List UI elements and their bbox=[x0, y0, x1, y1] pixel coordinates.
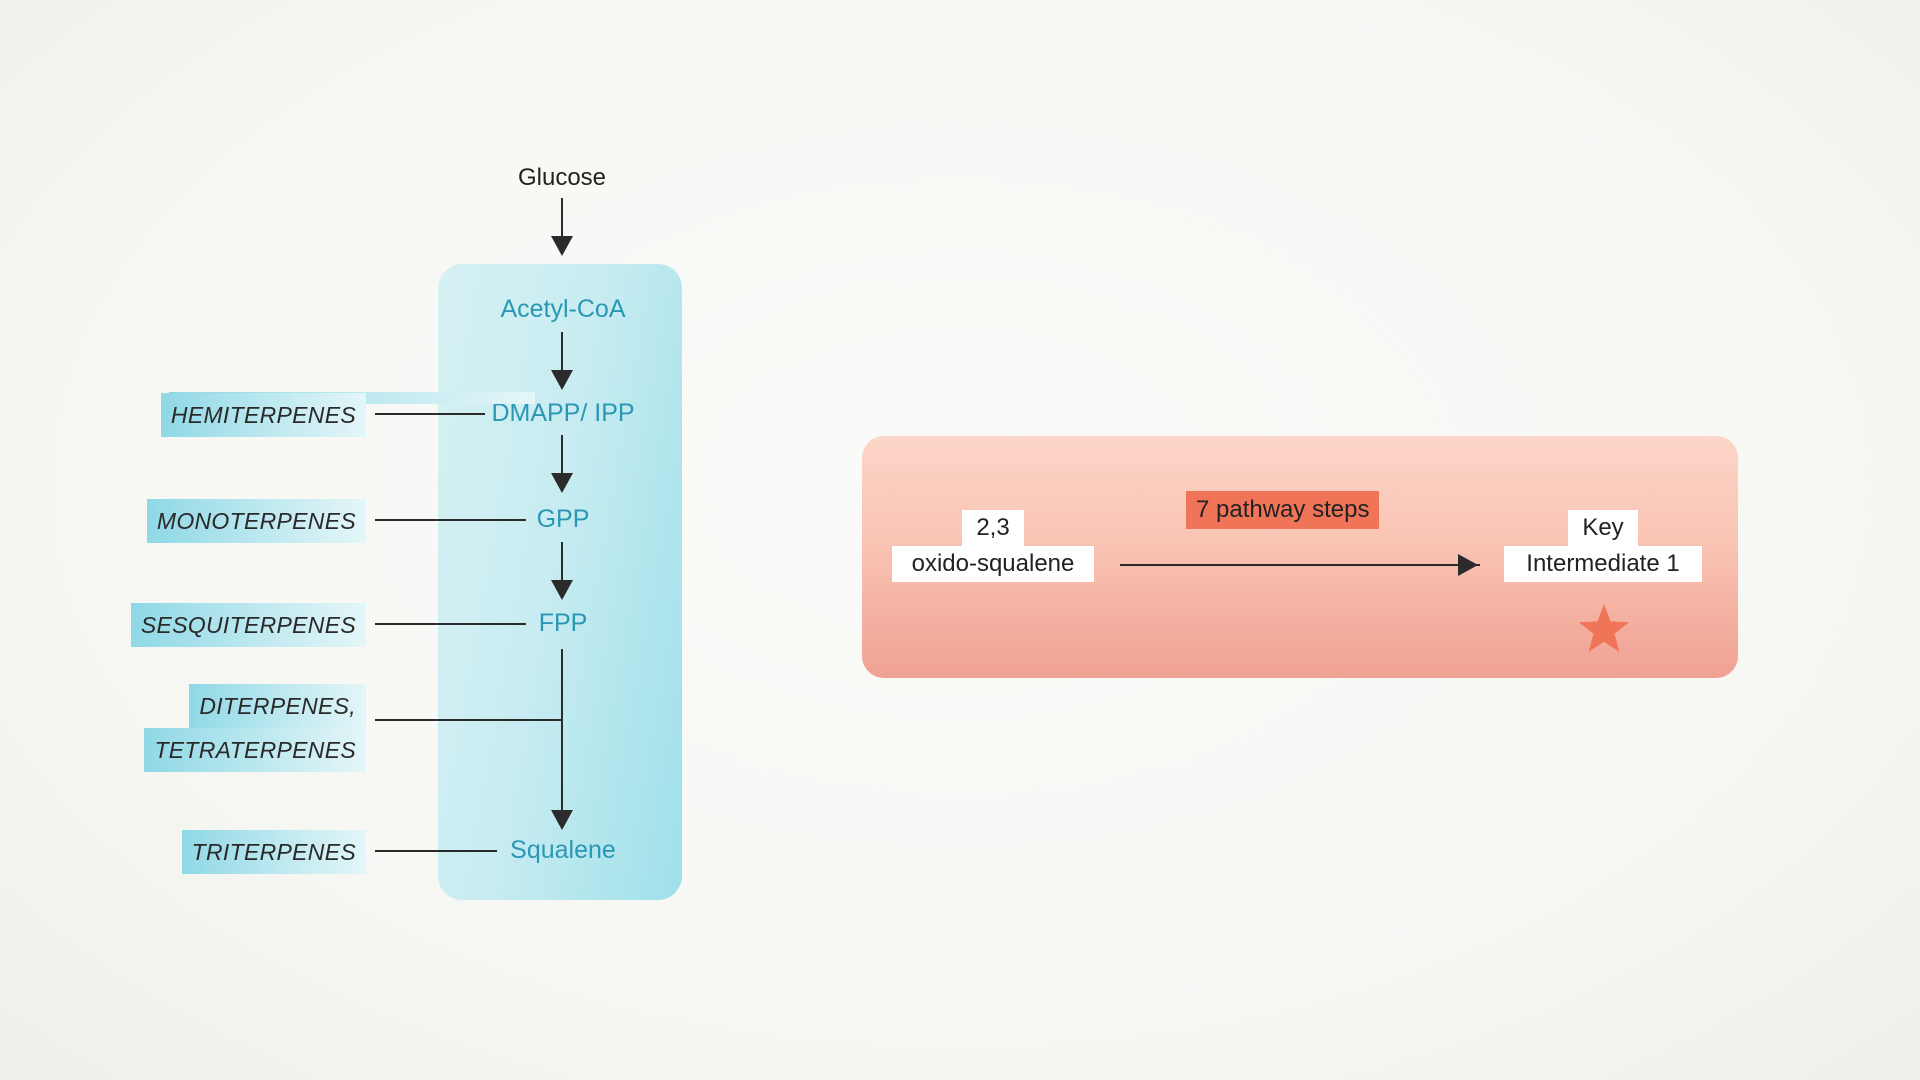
class-label-tetraterpenes: TETRATERPENES bbox=[144, 728, 366, 772]
start-compound: 2,3 oxido-squalene bbox=[892, 510, 1094, 582]
arrow-acetylcoa-dmapp bbox=[561, 332, 563, 374]
arrowhead-right bbox=[1458, 554, 1478, 576]
class-label-monoterpenes: MONOTERPENES bbox=[146, 499, 366, 543]
end-compound: Key Intermediate 1 bbox=[1504, 510, 1702, 582]
class-label-triterpenes: TRITERPENES bbox=[181, 830, 366, 874]
connector-diterpenes bbox=[375, 719, 562, 721]
arrow-fpp-squalene bbox=[561, 649, 563, 813]
metabolite-fpp: FPP bbox=[538, 609, 588, 637]
arrowhead-down bbox=[551, 370, 573, 390]
metabolite-squalene: Squalene bbox=[510, 836, 616, 864]
steps-badge: 7 pathway steps bbox=[1186, 491, 1380, 529]
connector-hemiterpenes bbox=[375, 413, 485, 415]
star-icon bbox=[1576, 602, 1632, 656]
connector-triterpenes bbox=[375, 850, 497, 852]
arrowhead-down bbox=[551, 473, 573, 493]
start-compound-line2: oxido-squalene bbox=[892, 546, 1094, 582]
class-label-diterpenes: DITERPENES, bbox=[189, 684, 366, 728]
class-label-sesquiterpenes: SESQUITERPENES bbox=[130, 603, 366, 647]
arrowhead-down bbox=[551, 236, 573, 256]
conversion-arrow bbox=[1120, 564, 1480, 566]
connector-sesquiterpenes bbox=[375, 623, 526, 625]
source-glucose: Glucose bbox=[517, 164, 607, 191]
arrow-gpp-fpp bbox=[561, 542, 563, 582]
arrow-glucose-acetylcoa bbox=[561, 198, 563, 240]
end-compound-line1: Key bbox=[1568, 510, 1638, 546]
start-compound-line1: 2,3 bbox=[962, 510, 1024, 546]
class-label-hemiterpenes: HEMITERPENES bbox=[160, 393, 366, 437]
metabolite-acetyl-coa: Acetyl-CoA bbox=[500, 295, 626, 323]
arrow-dmapp-gpp bbox=[561, 435, 563, 477]
end-compound-line2: Intermediate 1 bbox=[1504, 546, 1702, 582]
metabolite-gpp: GPP bbox=[536, 505, 590, 533]
arrowhead-down bbox=[551, 580, 573, 600]
connector-monoterpenes bbox=[375, 519, 526, 521]
arrowhead-down bbox=[551, 810, 573, 830]
class-label-diterpenes-group: DITERPENES, TETRATERPENES bbox=[144, 684, 366, 772]
